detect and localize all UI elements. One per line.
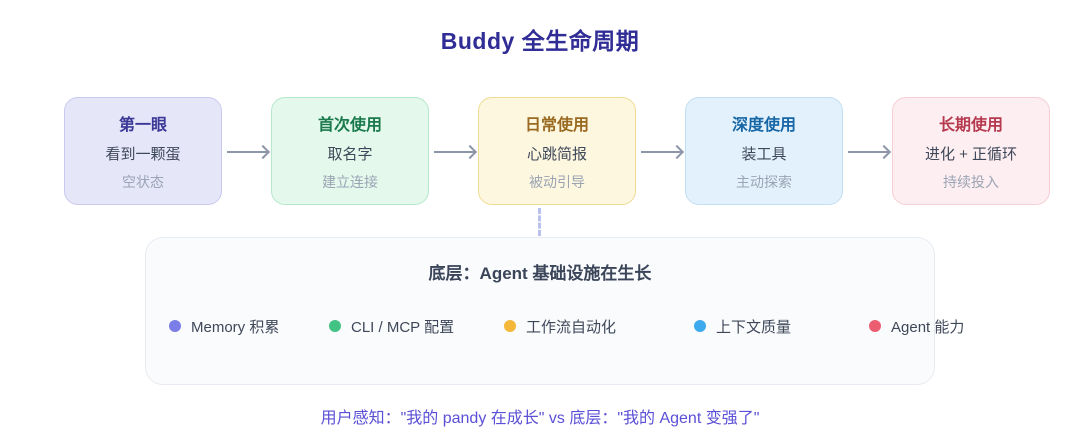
stage-first-use: 首次使用 取名字 建立连接: [271, 97, 429, 205]
flow-arrow-icon: [848, 151, 889, 153]
stage-title: 深度使用: [731, 116, 796, 134]
stage-note: 主动探索: [736, 173, 792, 190]
flow-arrow-icon: [434, 151, 475, 153]
legend-dot-icon: [329, 320, 341, 332]
stage-title: 日常使用: [524, 116, 589, 134]
stage-note: 建立连接: [322, 173, 378, 190]
stage-note: 空状态: [122, 173, 164, 190]
stage-note: 被动引导: [529, 173, 585, 190]
stage-title: 长期使用: [938, 116, 1003, 134]
page-title: Buddy 全生命周期: [440, 28, 640, 54]
footer-note: 用户感知："我的 pandy 在成长" vs 底层："我的 Agent 变强了": [320, 410, 760, 427]
legend-item-memory: Memory 积累: [169, 318, 280, 336]
legend-item-workflow: 工作流自动化: [504, 318, 617, 336]
legend-dot-icon: [169, 320, 181, 332]
legend-label: CLI / MCP 配置: [351, 318, 455, 336]
stage-daily-use: 日常使用 心跳简报 被动引导: [478, 97, 636, 205]
legend-dot-icon: [694, 320, 706, 332]
legend-label: 上下文质量: [716, 318, 792, 336]
legend-item-context: 上下文质量: [694, 318, 792, 336]
stage-title: 第一眼: [118, 116, 167, 134]
legend-dot-icon: [504, 320, 516, 332]
stage-note: 持续投入: [943, 173, 999, 190]
legend-label: Agent 能力: [891, 318, 965, 336]
stage-long-term-use: 长期使用 进化 + 正循环 持续投入: [892, 97, 1050, 205]
stage-action: 装工具: [741, 145, 787, 163]
infra-box: 底层：Agent 基础设施在生长 Memory 积累 CLI / MCP 配置 …: [145, 237, 964, 385]
stage-first-glance: 第一眼 看到一颗蛋 空状态: [64, 97, 222, 205]
legend-item-agent: Agent 能力: [869, 318, 965, 336]
legend-label: Memory 积累: [191, 318, 280, 336]
legend-label: 工作流自动化: [526, 318, 617, 336]
stage-action: 看到一颗蛋: [105, 145, 181, 163]
legend-item-cli-mcp: CLI / MCP 配置: [329, 318, 455, 336]
stage-title: 首次使用: [317, 116, 382, 134]
stage-action: 心跳简报: [526, 145, 587, 163]
stage-action: 取名字: [327, 145, 373, 163]
flow-arrow-icon: [641, 151, 682, 153]
legend-dot-icon: [869, 320, 881, 332]
stage-action: 进化 + 正循环: [924, 145, 1018, 163]
stage-deep-use: 深度使用 装工具 主动探索: [685, 97, 843, 205]
infra-title: 底层：Agent 基础设施在生长: [428, 264, 652, 283]
flow-arrow-icon: [227, 151, 268, 153]
dashed-connector: [538, 208, 541, 236]
